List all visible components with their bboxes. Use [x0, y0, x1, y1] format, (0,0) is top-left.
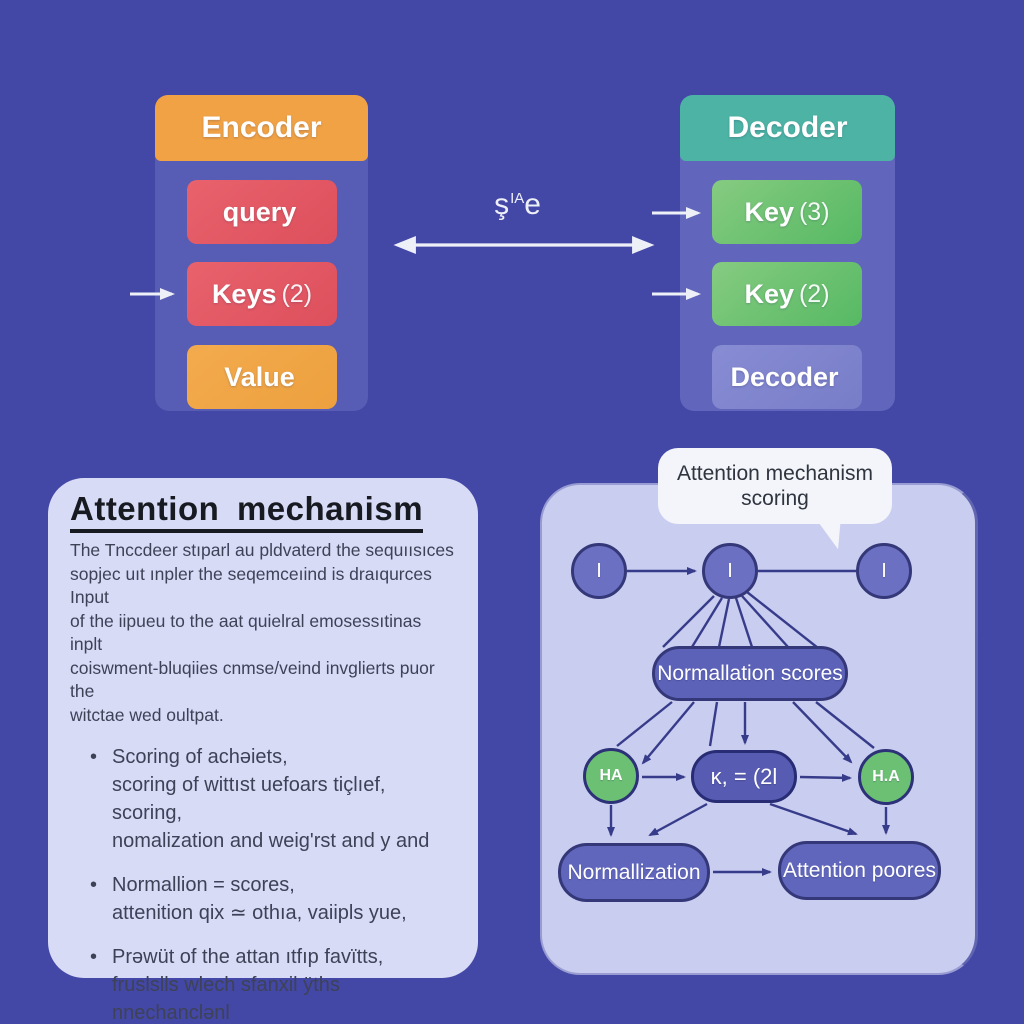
- decoder-output-label: Decoder: [730, 361, 839, 392]
- encoder-value-box: Value: [187, 345, 337, 409]
- decoder-panel: Decoder Key(3) Key(2) Decoder: [680, 95, 895, 411]
- decoder-key3-label: Key: [744, 196, 794, 227]
- callout-line1: Attention mechanism: [676, 462, 874, 485]
- encoder-panel: Encoder query Keys(2) Value: [155, 95, 368, 411]
- normalization-scores-pill: Normallation scores: [652, 646, 848, 701]
- encoder-keys-box: Keys(2): [187, 262, 337, 326]
- bullet-marker: •: [90, 746, 98, 768]
- bullet-marker: •: [90, 874, 98, 896]
- attention-scores-pill: Attention poores: [778, 841, 941, 900]
- head-node-right: H.A: [858, 749, 914, 805]
- attention-paragraph: The Tnccdeer stıparl au pldvaterd the se…: [70, 540, 454, 725]
- bullet-normalization: • Normallion = scores, attenition qix ≃ …: [70, 871, 456, 927]
- encoder-decoder-link-label: şIAe: [494, 188, 542, 221]
- encoder-panel-title: Encoder: [155, 95, 368, 161]
- attention-panel-title: Attention mechanism: [70, 490, 424, 533]
- token-node-2: I: [702, 543, 758, 599]
- callout-line2: scoring: [741, 487, 809, 510]
- token-node-1: I: [571, 543, 627, 599]
- scoring-callout-bubble: Attention mechanism scoring: [658, 448, 892, 524]
- bullet-product: • Prəwüt of the attan ıtfıp favïtts, fru…: [70, 943, 456, 1024]
- decoder-key2-label: Key: [744, 278, 794, 309]
- decoder-key2-box: Key(2): [712, 262, 862, 326]
- encoder-query-box: query: [187, 180, 337, 244]
- attention-text-panel: Attention mechanism The Tnccdeer stıparl…: [48, 478, 478, 1024]
- token-node-3: I: [856, 543, 912, 599]
- weight-formula-pill: ĸ, = (2l: [691, 750, 797, 803]
- encoder-query-label: query: [222, 196, 297, 227]
- decoder-output-box: Decoder: [712, 345, 862, 409]
- encoder-keys-label: Keys: [211, 278, 277, 309]
- decoder-panel-title: Decoder: [680, 95, 895, 161]
- attention-bullet-list: • Scoring of achəiets, scoring of wittıs…: [70, 743, 456, 1024]
- normalization-pill: Normallization: [558, 843, 710, 902]
- bullet-marker: •: [90, 946, 98, 968]
- head-node-left: HA: [583, 748, 639, 804]
- bullet-scoring: • Scoring of achəiets, scoring of wittıs…: [70, 743, 456, 855]
- decoder-key3-box: Key(3): [712, 180, 862, 244]
- encoder-value-label: Value: [224, 361, 295, 392]
